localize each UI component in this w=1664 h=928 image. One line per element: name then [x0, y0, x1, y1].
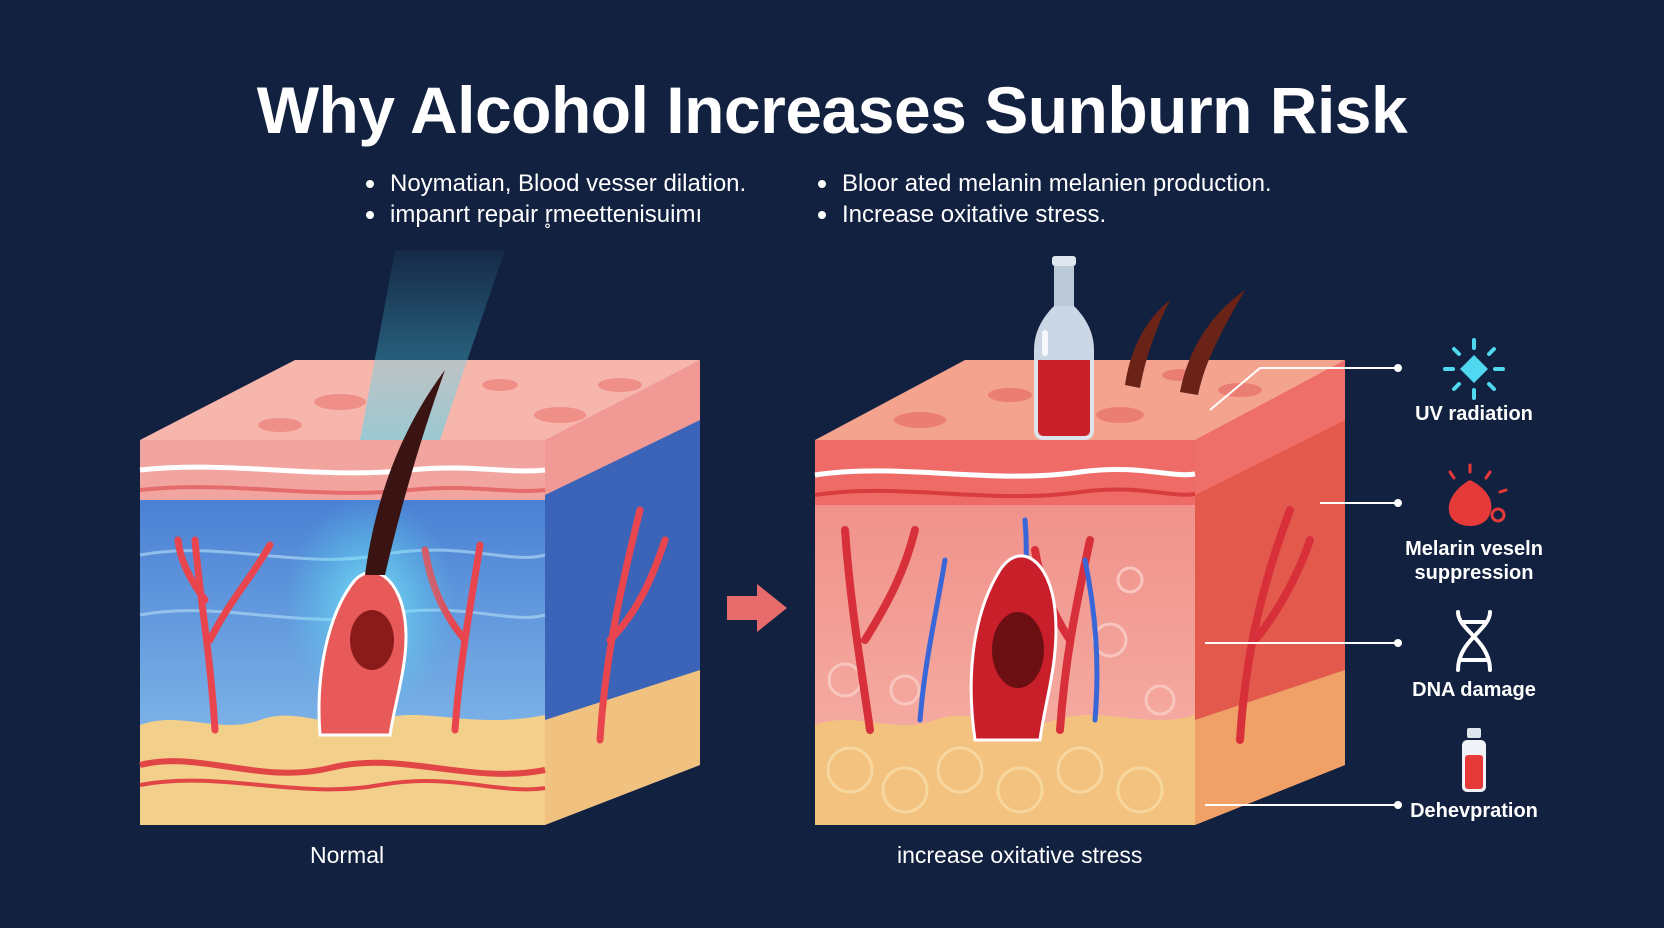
dermis-vessels [174, 506, 669, 744]
bottle-icon [1462, 728, 1486, 792]
bullet-item: Increase oxitative stress. [842, 201, 1107, 228]
arrow-right-icon [727, 584, 787, 632]
bullet-item: Bloor ated melanin melanien production. [842, 170, 1272, 197]
hair-bulb [350, 610, 394, 670]
bullet-row-2: impanrt repair r̥meettenisuimı Increase … [358, 199, 1272, 230]
fat-side [1195, 670, 1345, 825]
sun-icon [1443, 338, 1505, 400]
bullet-dot [366, 210, 374, 219]
bullet-dot [366, 179, 374, 188]
dna-icon [1456, 610, 1492, 672]
label-uv-radiation: UV radiation [1415, 403, 1533, 425]
pore [598, 378, 642, 392]
pore [1096, 407, 1144, 423]
fat-layer [815, 715, 1195, 825]
skin-line [139, 464, 546, 476]
pore [258, 418, 302, 432]
caption-normal: Normal [310, 842, 385, 868]
bullet-dot [818, 179, 826, 188]
bullet-item: impanrt repair r̥meettenisuimı [390, 201, 703, 228]
diagram-title: Why Alcohol Increases Sunburn Risk [256, 73, 1408, 147]
fat-side [545, 670, 700, 825]
alcohol-skin-block [814, 256, 1345, 825]
bullet-row-1: Noymatian, Blood vesser dilation. Bloor … [358, 168, 1272, 199]
blood-vessel [139, 758, 546, 777]
label-dehydration: Dehevpration [1410, 800, 1538, 822]
connector-dots [1394, 364, 1402, 809]
pore [894, 412, 946, 428]
connector-lines [1205, 367, 1398, 806]
red-drop-icon [1448, 463, 1508, 526]
skin-line [814, 467, 1196, 479]
label-dna-damage: DNA damage [1412, 679, 1536, 701]
pore [988, 388, 1032, 402]
pore [482, 379, 518, 391]
bullet-dot [818, 210, 826, 219]
hair-strand [1125, 300, 1170, 388]
hair-strand [1180, 290, 1245, 395]
bullet-list: Noymatian, Blood vesser dilation. Bloor … [358, 168, 1272, 230]
epidermis-side [545, 360, 700, 495]
fat-layer [140, 715, 545, 825]
bullet-item: Noymatian, Blood vesser dilation. [390, 170, 747, 197]
alcohol-bottle-icon [1034, 256, 1094, 440]
hair-bulb [992, 612, 1044, 688]
dilated-vessels [841, 506, 1314, 744]
epidermis-side [1195, 360, 1345, 495]
fat-cells [826, 746, 1164, 814]
caption-alcohol: increase oxitative stress [897, 842, 1143, 868]
label-melanin-suppression: Melarin veseln suppression [1405, 538, 1543, 584]
pore [314, 394, 366, 410]
uv-beam [360, 250, 505, 440]
normal-skin-block [139, 250, 700, 825]
blood-vessel [139, 778, 546, 792]
hair-strand [365, 370, 445, 575]
pore [534, 407, 586, 423]
skin-line [814, 487, 1196, 499]
